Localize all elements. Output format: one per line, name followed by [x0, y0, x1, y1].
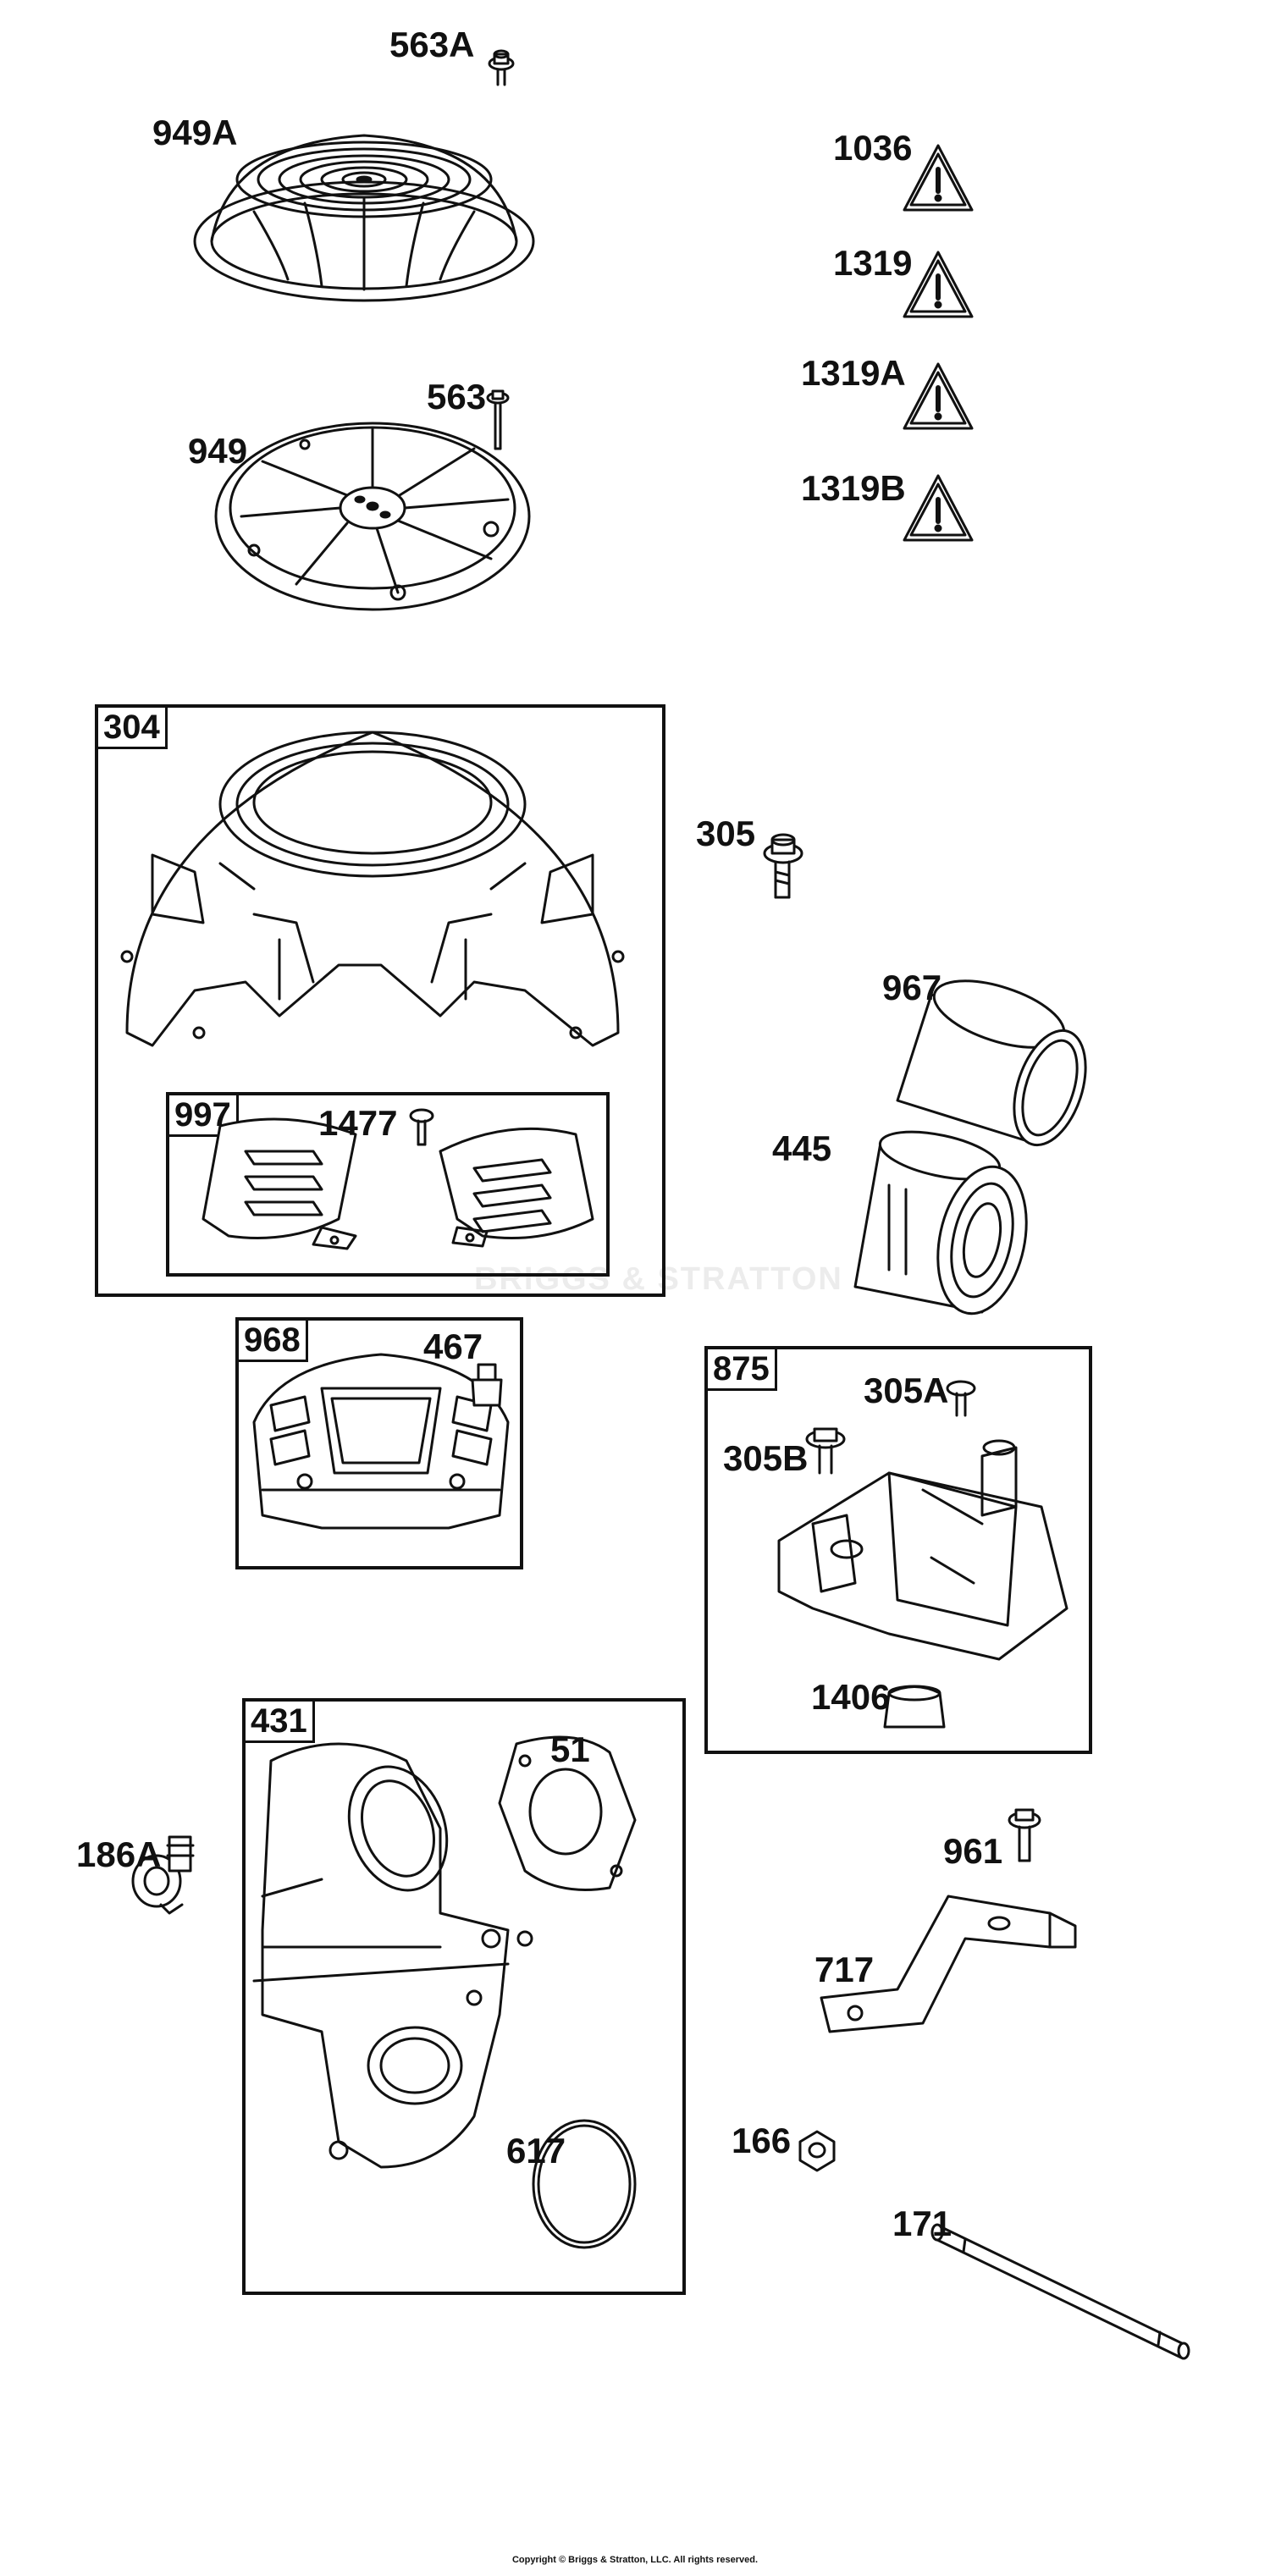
screw-1477-drawing: [409, 1108, 434, 1146]
baffle-997-left-drawing: [202, 1117, 357, 1250]
gasket-51-drawing: [498, 1735, 637, 1891]
part-label-949[interactable]: 949: [188, 431, 248, 471]
bolt-961-drawing: [1008, 1808, 1041, 1862]
fitting-467-drawing: [471, 1363, 503, 1407]
part-label-1406[interactable]: 1406: [811, 1677, 891, 1717]
fan-screen-949-drawing: [214, 422, 531, 611]
stud-171-drawing: [930, 2223, 1190, 2360]
nut-166-drawing: [798, 2130, 836, 2172]
group-label-431: 431: [246, 1702, 315, 1743]
part-label-467[interactable]: 467: [423, 1327, 483, 1366]
part-label-171[interactable]: 171: [892, 2204, 952, 2243]
o-ring-617-drawing: [532, 2119, 637, 2249]
watermark: BRIGGS & STRATTON: [474, 1261, 843, 1297]
grommet-1406-drawing: [883, 1685, 946, 1729]
intake-elbow-431-drawing: [252, 1742, 533, 2169]
part-label-1477[interactable]: 1477: [318, 1103, 398, 1143]
cover-968-drawing: [252, 1353, 510, 1530]
grille-949a-drawing: [193, 134, 535, 302]
part-label-1319a[interactable]: 1319A: [801, 353, 906, 393]
air-filter-445-drawing: [853, 1130, 1028, 1316]
screw-563a-drawing: [488, 49, 515, 86]
group-frame-997: [166, 1092, 610, 1277]
bracket-717-drawing: [820, 1895, 1077, 2033]
part-label-563a[interactable]: 563A: [389, 25, 475, 64]
air-cleaner-base-875-drawing: [777, 1439, 1068, 1661]
part-label-717[interactable]: 717: [814, 1950, 875, 1989]
bolt-305-drawing: [763, 833, 803, 899]
group-frame-875: [704, 1346, 1092, 1754]
blower-housing-304-drawing: [120, 731, 625, 1047]
group-label-997: 997: [169, 1095, 239, 1137]
group-label-304: 304: [98, 708, 168, 749]
part-label-949a[interactable]: 949A: [152, 113, 238, 152]
group-frame-968: [235, 1317, 523, 1569]
part-label-305[interactable]: 305: [696, 814, 756, 853]
part-label-186a[interactable]: 186A: [76, 1834, 162, 1874]
part-label-445[interactable]: 445: [772, 1128, 832, 1168]
part-label-563[interactable]: 563: [427, 377, 487, 416]
group-label-968: 968: [239, 1321, 308, 1362]
precleaner-967-drawing: [896, 979, 1087, 1147]
part-label-51[interactable]: 51: [550, 1729, 590, 1769]
warning-decal-1319b-drawing: [903, 474, 974, 542]
part-label-967[interactable]: 967: [882, 968, 942, 1007]
copyright-notice: Copyright © Briggs & Stratton, LLC. All …: [511, 2555, 759, 2565]
warning-decal-1319-drawing: [903, 251, 974, 318]
part-label-617[interactable]: 617: [506, 2131, 566, 2171]
group-label-875: 875: [708, 1349, 777, 1391]
screw-305a-drawing: [946, 1380, 976, 1417]
warning-decal-1036-drawing: [903, 144, 974, 212]
part-label-1319b[interactable]: 1319B: [801, 468, 906, 508]
warning-decal-1319a-drawing: [903, 362, 974, 430]
part-label-1036[interactable]: 1036: [833, 128, 913, 168]
part-label-166[interactable]: 166: [732, 2121, 792, 2160]
screw-563-drawing: [486, 389, 510, 450]
group-frame-431: [242, 1698, 686, 2295]
bolt-305b-drawing: [805, 1427, 846, 1475]
part-label-961[interactable]: 961: [943, 1831, 1003, 1871]
fitting-186a-drawing: [131, 1835, 195, 1915]
part-label-1319[interactable]: 1319: [833, 243, 913, 283]
part-label-305a[interactable]: 305A: [864, 1371, 949, 1410]
group-frame-304: [95, 704, 665, 1297]
part-label-305b[interactable]: 305B: [723, 1438, 809, 1478]
baffle-997-right-drawing: [439, 1127, 594, 1248]
